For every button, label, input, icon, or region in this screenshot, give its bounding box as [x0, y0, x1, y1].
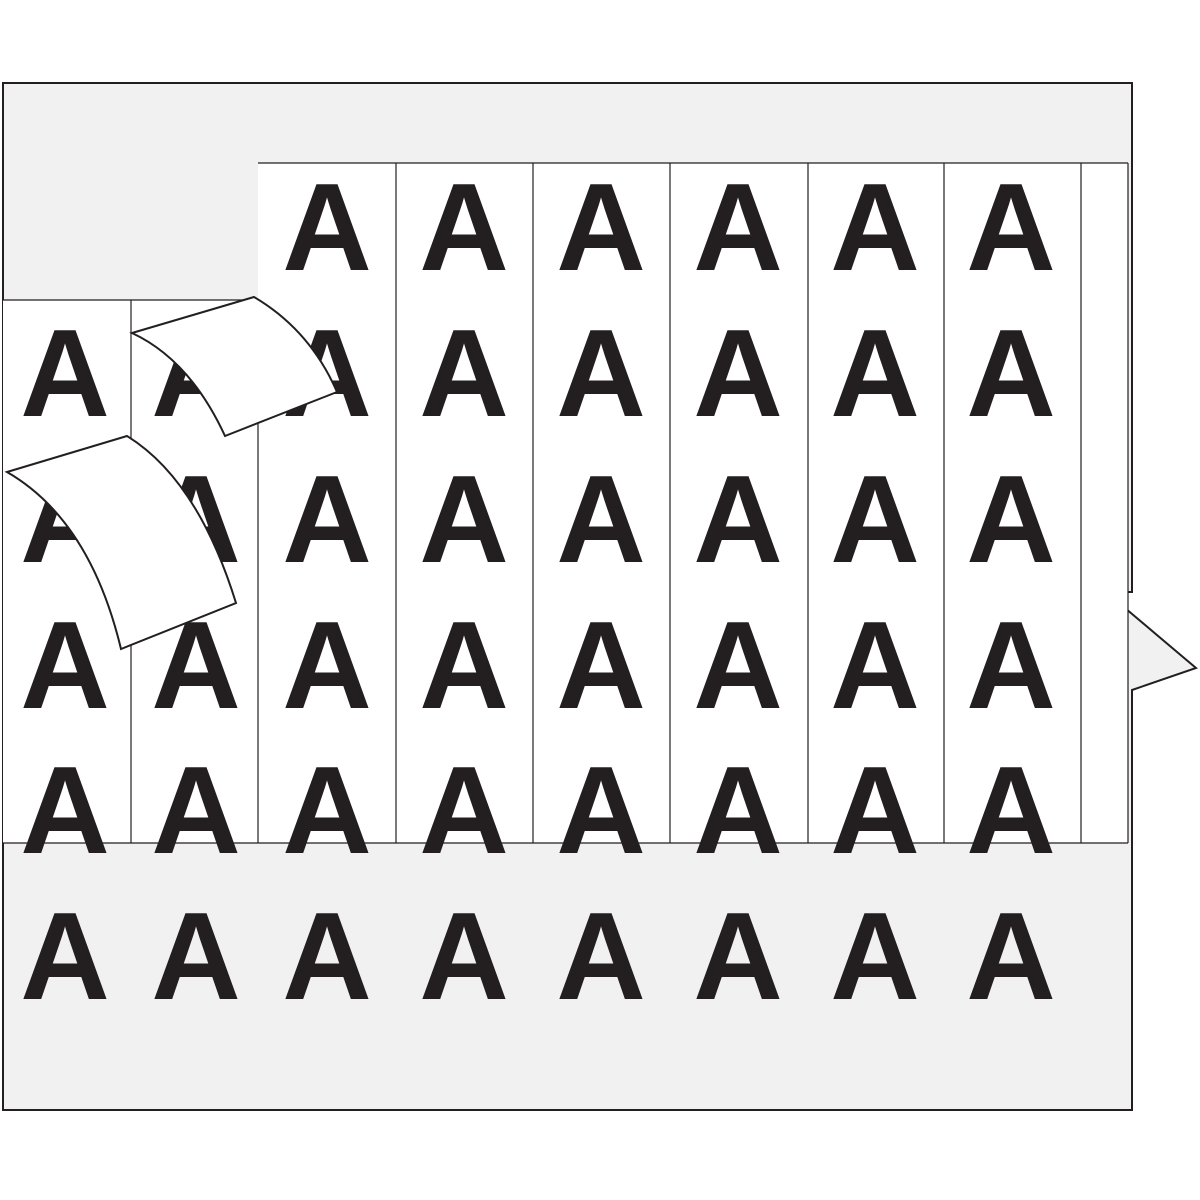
label-character: A	[419, 159, 509, 297]
label-character: A	[20, 888, 110, 1026]
peeled-label-lower: A	[4, 409, 238, 651]
label-character: A	[419, 597, 509, 735]
label-character: A	[693, 305, 783, 443]
label-character: A	[20, 742, 110, 880]
peeled-label-upper: A	[129, 295, 339, 438]
label-character: A	[966, 888, 1056, 1026]
label-character: A	[830, 742, 920, 880]
label-character: A	[556, 159, 646, 297]
label-character: A	[282, 742, 372, 880]
label-character: A	[20, 597, 110, 735]
label-character: A	[419, 451, 509, 589]
label-character: A	[693, 597, 783, 735]
label-character: A	[693, 451, 783, 589]
label-character: A	[419, 305, 509, 443]
label-character: A	[693, 159, 783, 297]
peeled-label-lower-text: A	[85, 409, 175, 547]
label-character: A	[830, 888, 920, 1026]
label-character: A	[556, 597, 646, 735]
label-character: A	[693, 888, 783, 1026]
label-character: A	[282, 597, 372, 735]
column-dividers	[130, 163, 1129, 843]
label-character: A	[151, 888, 241, 1026]
label-character: A	[966, 451, 1056, 589]
label-character: A	[419, 888, 509, 1026]
label-character: A	[830, 451, 920, 589]
label-character: A	[966, 305, 1056, 443]
label-character: A	[282, 159, 372, 297]
label-character: A	[830, 305, 920, 443]
label-character: A	[966, 597, 1056, 735]
label-character: A	[20, 305, 110, 443]
label-character: A	[556, 305, 646, 443]
label-character: A	[556, 888, 646, 1026]
label-character: A	[966, 159, 1056, 297]
label-character: A	[282, 888, 372, 1026]
label-grid: AAAAAAAAAAAAAAAAAAAAAAAAAAAAAAAAAAAAAAAA…	[20, 159, 1056, 1026]
label-character: A	[693, 742, 783, 880]
label-character: A	[830, 159, 920, 297]
label-character: A	[151, 742, 241, 880]
label-character: A	[282, 451, 372, 589]
label-character: A	[830, 597, 920, 735]
label-character: A	[556, 451, 646, 589]
label-character: A	[556, 742, 646, 880]
label-character: A	[966, 742, 1056, 880]
label-character: A	[419, 742, 509, 880]
